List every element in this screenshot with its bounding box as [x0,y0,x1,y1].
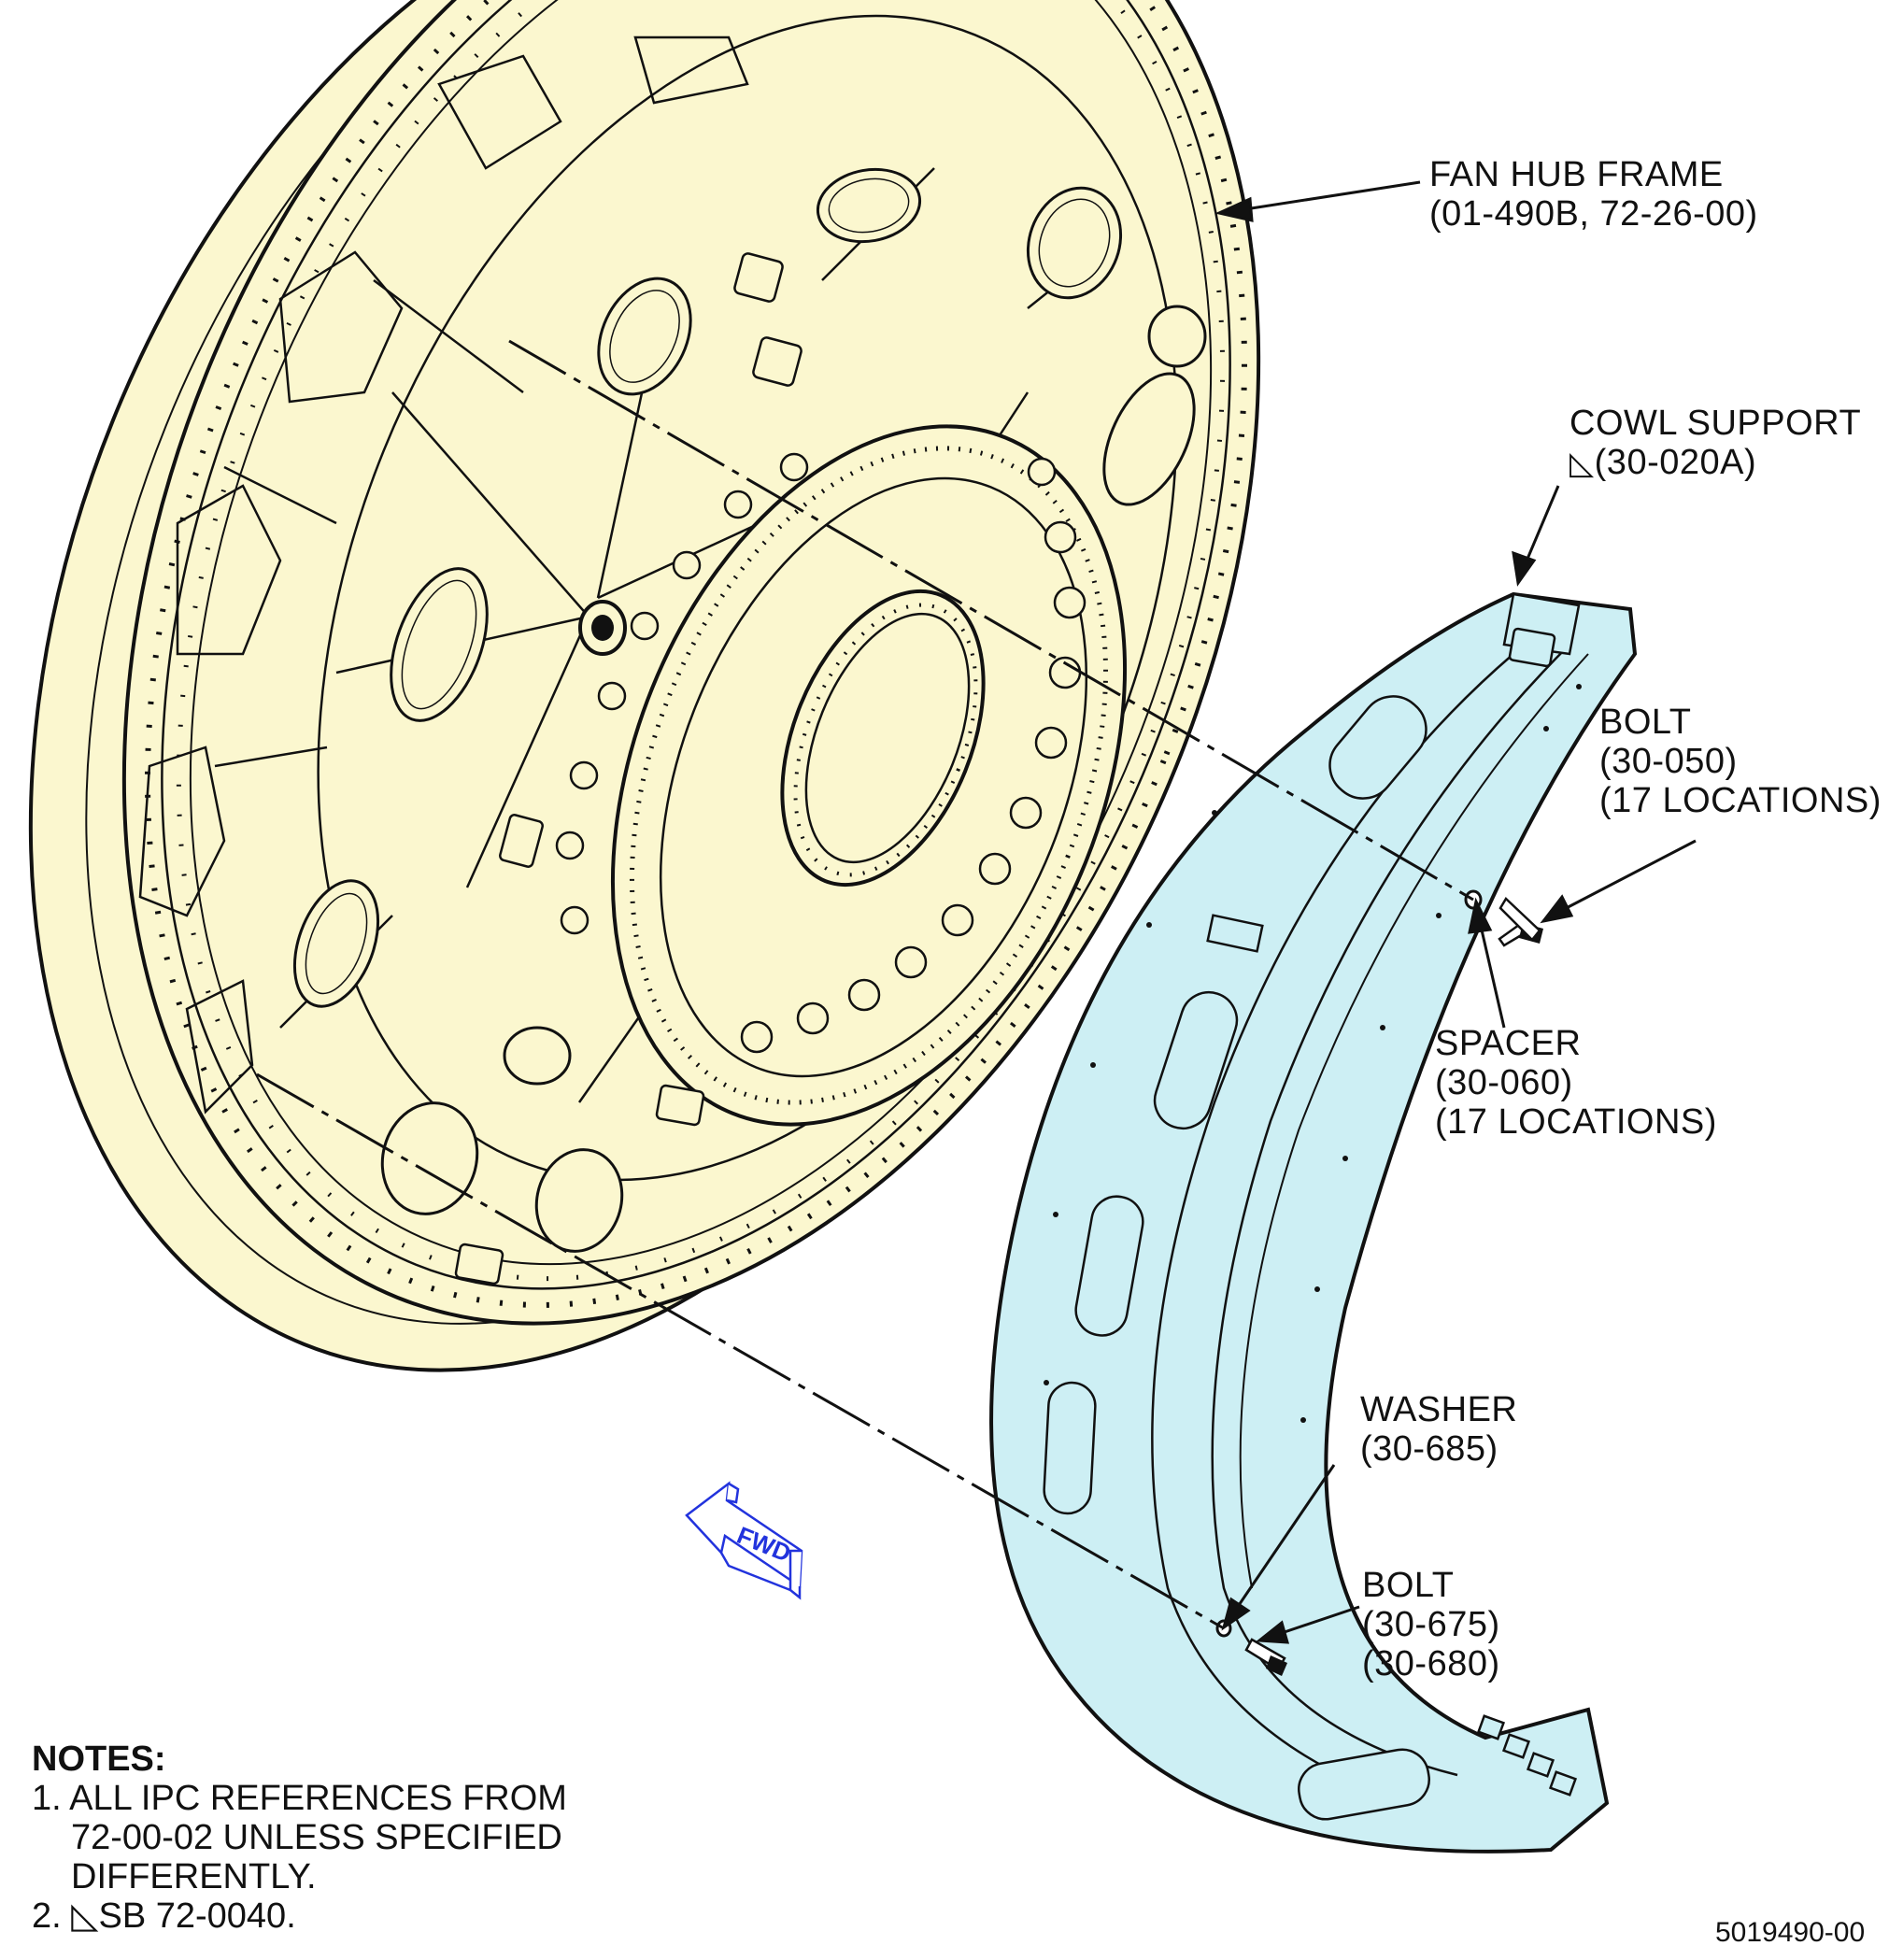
note-1-line-2: 72-00-02 UNLESS SPECIFIED [71,1818,562,1857]
callout-fan-hub-frame: FAN HUB FRAME (01-490B, 72-26-00) [1429,155,1758,234]
notes-block: NOTES: 1. ALL IPC REFERENCES FROM 72-00-… [32,1740,567,1936]
callout-cowl-support: COWL SUPPORT ◺(30-020A) [1569,404,1861,483]
alignment-lines [256,339,1474,1630]
callout-spacer-qty: (17 LOCATIONS) [1435,1102,1717,1142]
note-2-prefix: 2. ◺ [32,1896,99,1936]
callout-washer: WASHER (30-685) [1360,1390,1517,1469]
callout-bolt-lower: BOLT (30-675) (30-680) [1362,1566,1500,1683]
callout-spacer-name: SPACER [1435,1024,1582,1063]
callout-spacer-ref: (30-060) [1435,1063,1573,1102]
callout-cowl-support-name: COWL SUPPORT [1569,404,1862,443]
note-1-line-1: 1. ALL IPC REFERENCES FROM [32,1779,567,1818]
sb-triangle-icon: ◺ [1569,446,1595,481]
callout-bolt-upper-qty: (17 LOCATIONS) [1599,781,1882,820]
note-1-line-3: DIFFERENTLY. [71,1857,317,1896]
callout-bolt-lower-name: BOLT [1362,1566,1455,1605]
upper-fasteners [1464,889,1543,947]
callout-spacer: SPACER (30-060) (17 LOCATIONS) [1435,1024,1717,1142]
callout-cowl-support-ref: (30-020A) [1594,443,1757,482]
drawing-number: 5019490-00 [1715,1917,1866,1948]
callout-bolt-upper: BOLT (30-050) (17 LOCATIONS) [1599,703,1882,820]
callout-bolt-upper-name: BOLT [1599,703,1692,742]
callout-washer-ref: (30-685) [1360,1429,1498,1469]
leader-lines [1214,180,1697,1644]
callout-bolt-upper-ref: (30-050) [1599,742,1738,781]
fan-hub-frame-part [28,0,1261,1372]
callout-bolt-lower-ref2: (30-680) [1362,1644,1500,1683]
notes-heading: NOTES: [32,1740,166,1779]
callout-washer-name: WASHER [1360,1390,1518,1429]
callout-fan-hub-frame-name: FAN HUB FRAME [1429,155,1724,194]
note-2: 2. ◺SB 72-0040. [32,1896,567,1936]
fwd-arrow-icon [685,1481,803,1600]
callout-bolt-lower-ref1: (30-675) [1362,1605,1500,1644]
callout-fan-hub-frame-ref: (01-490B, 72-26-00) [1429,194,1758,234]
note-2-text: SB 72-0040. [98,1896,296,1936]
